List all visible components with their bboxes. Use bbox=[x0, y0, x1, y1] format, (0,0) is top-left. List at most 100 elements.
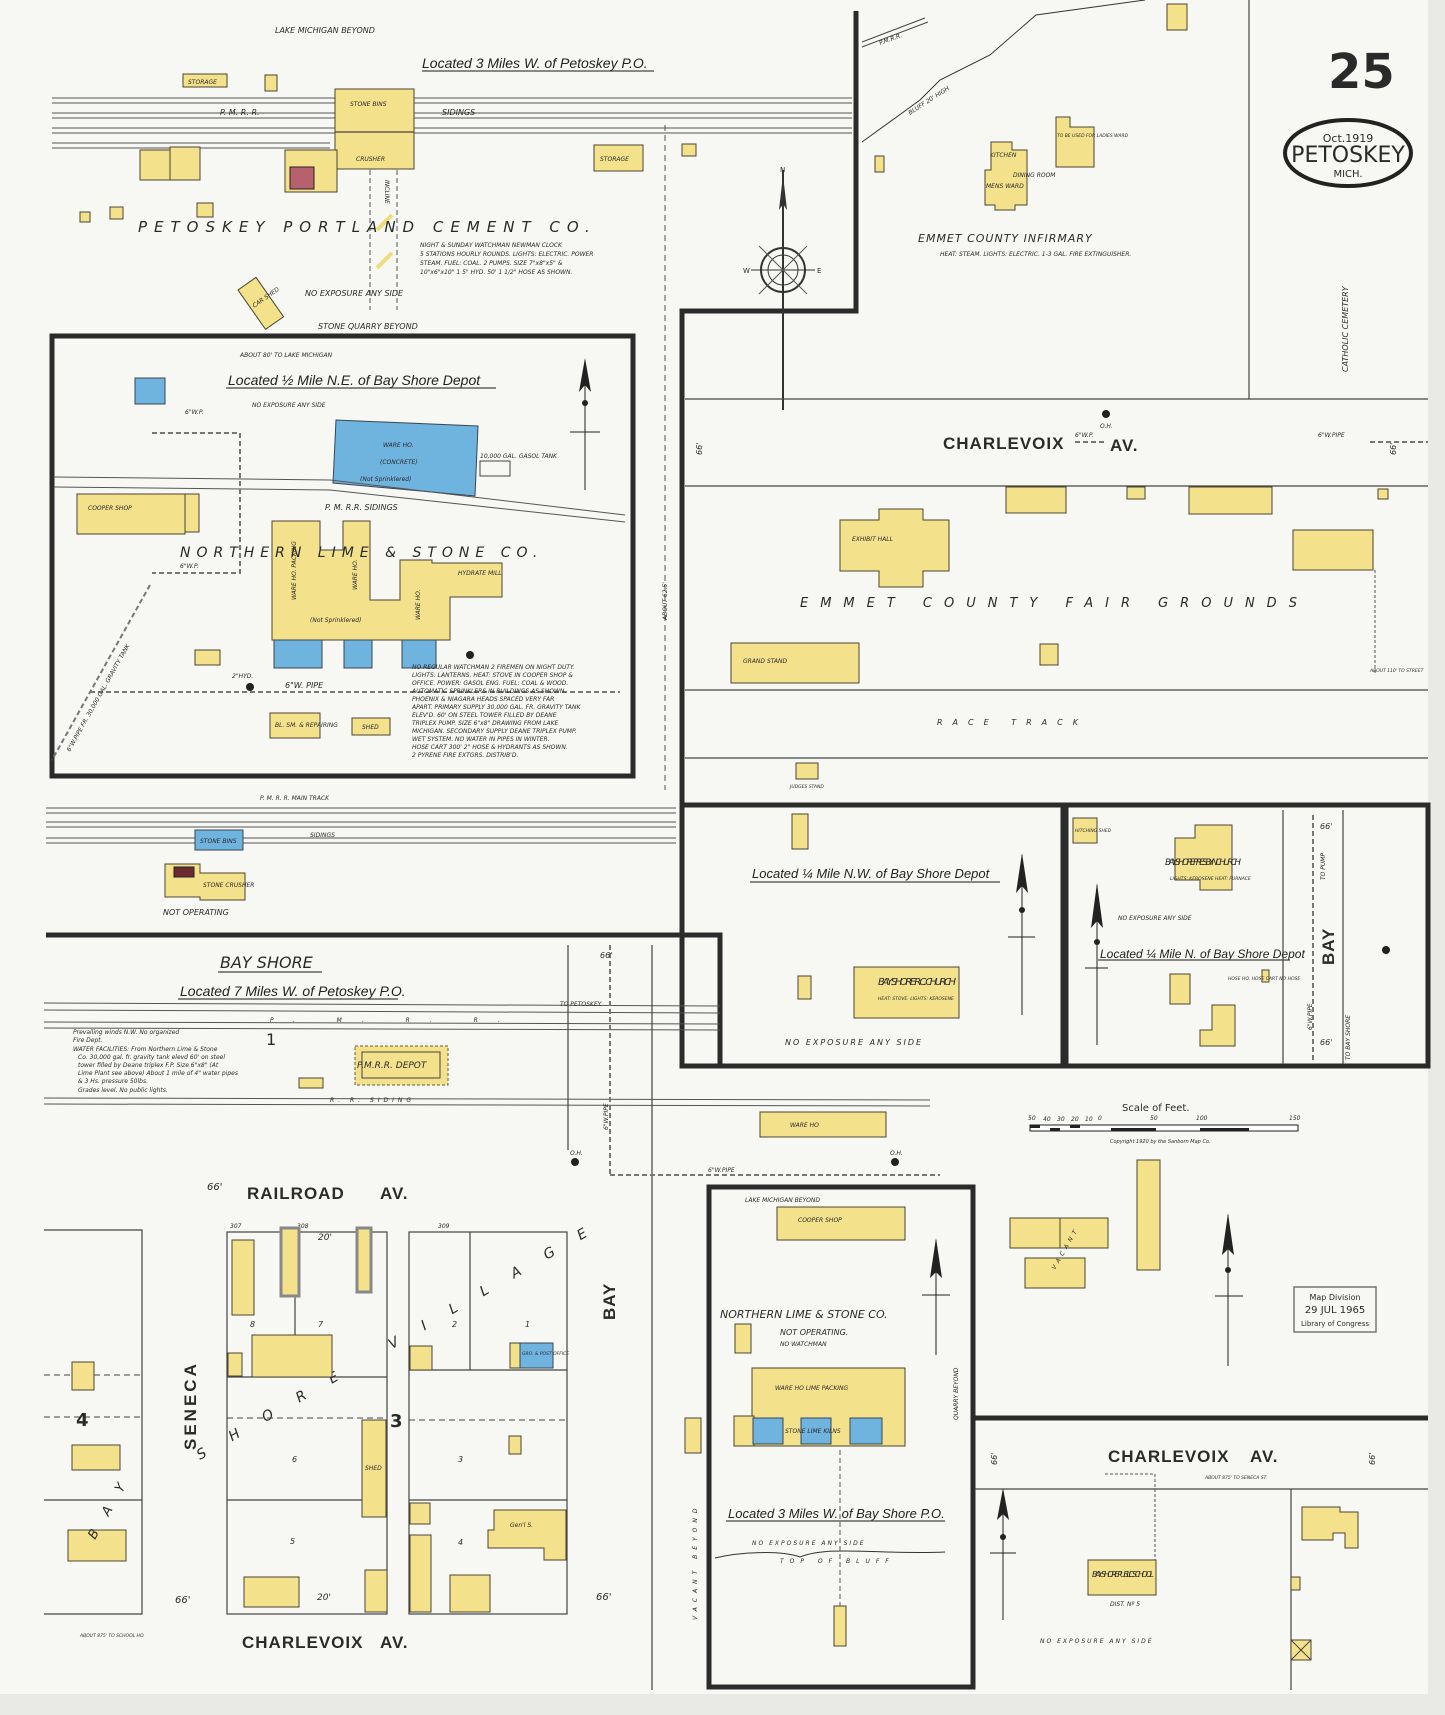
block-number: 3 bbox=[390, 1411, 403, 1432]
street-railroad: RAILROAD bbox=[247, 1184, 345, 1203]
kilns-label: STONE LIME KILNS bbox=[785, 1428, 841, 1435]
lime-plant-complex bbox=[271, 520, 503, 641]
ice-house bbox=[409, 1502, 431, 1525]
distance-note: ABOUT 110' TO STREET bbox=[1369, 668, 1425, 674]
judges-stand-label: JUDGES STAND bbox=[789, 784, 824, 790]
warehouse bbox=[759, 1111, 887, 1138]
section-public-school: CHARLEVOIX AV. 66' 66' ABOUT 875' TO SEN… bbox=[975, 1447, 1428, 1690]
public-school bbox=[1087, 1559, 1157, 1596]
section-fair-grounds: CHARLEVOIX AV. O.H. 6"W.P. 6"W.PIPE 66' … bbox=[685, 398, 1428, 790]
vacant-note: VACANT BEYOND bbox=[692, 1504, 699, 1620]
copyright: Copyright 1920 by the Sanborn Map Co. bbox=[1110, 1139, 1211, 1145]
scale-tick: 150 bbox=[1289, 1115, 1301, 1122]
fair-building bbox=[1039, 643, 1059, 666]
exposure-note: NO EXPOSURE ANY SIDE bbox=[1040, 1638, 1154, 1645]
store-ell bbox=[509, 1342, 521, 1369]
scale-tick: 20 bbox=[1071, 1116, 1079, 1123]
kiln bbox=[752, 1417, 784, 1445]
cooper-shop bbox=[776, 1206, 906, 1241]
street-width: 66' bbox=[695, 443, 704, 455]
boiler bbox=[173, 866, 195, 878]
church-notes: HEAT: STOVE. LIGHTS: KEROSENE bbox=[878, 996, 954, 1002]
direction-note: TO PETOSKEY bbox=[560, 1001, 603, 1008]
hose-house bbox=[1261, 969, 1270, 983]
sheet-ref: 309 bbox=[438, 1223, 450, 1230]
hose-house-label: HOSE HO. HOSE CART NO HOSE bbox=[1228, 976, 1300, 982]
warehouse-label: WARE HO. bbox=[415, 589, 422, 620]
scale-tick: 30 bbox=[1057, 1116, 1065, 1123]
fair-building bbox=[1126, 486, 1146, 500]
company-name: PETOSKEY PORTLAND CEMENT CO. bbox=[138, 218, 597, 236]
building bbox=[409, 1345, 433, 1371]
building bbox=[1059, 1217, 1109, 1249]
auto-garage bbox=[364, 1569, 388, 1613]
shed bbox=[361, 1419, 387, 1518]
lot-number: 6 bbox=[292, 1455, 297, 1464]
church-notes: LIGHTS: KEROSENE HEAT: FURNACE bbox=[1170, 876, 1251, 882]
note-line: STEAM. FUEL: COAL. 2 PUMPS. SIZE 7"x8"x5… bbox=[420, 260, 563, 267]
infirmary-notes: HEAT: STEAM. LIGHTS: ELECTRIC. 1-3 GAL. … bbox=[940, 251, 1131, 258]
hydrant-label: O.H. bbox=[570, 1150, 583, 1157]
warehouse-label: WARE HO bbox=[790, 1122, 819, 1129]
kiln bbox=[273, 639, 323, 669]
sidings-label: SIDINGS bbox=[310, 832, 335, 839]
stamp-line: 29 JUL 1965 bbox=[1305, 1305, 1365, 1316]
building-group bbox=[251, 1334, 333, 1378]
scale-bar: Scale of Feet. 50 40 30 20 10 0 50 100 1… bbox=[1028, 1103, 1301, 1145]
street-width: 66' bbox=[207, 1182, 222, 1193]
distance-note: ABOUT 62.5' bbox=[662, 582, 669, 621]
street-seneca: SENECA bbox=[181, 1361, 200, 1450]
warehouse-label: WARE HO. bbox=[383, 442, 414, 449]
dwelling bbox=[231, 1239, 255, 1316]
north-arrow-icon bbox=[922, 1238, 950, 1355]
distance-note: ABOUT 875' TO SCHOOL HO. bbox=[79, 1633, 145, 1639]
north-arrow-icon bbox=[1085, 883, 1108, 1045]
scale-tick: 100 bbox=[1196, 1115, 1208, 1122]
quarry-note: QUARRY BEYOND bbox=[953, 1367, 960, 1420]
svg-text:W: W bbox=[743, 267, 750, 275]
note-line: MICHIGAN. SECONDARY SUPPLY DEANE TRIPLEX… bbox=[412, 728, 577, 735]
north-arrow-icon bbox=[570, 358, 600, 490]
fair-building bbox=[1005, 486, 1067, 514]
warehouse-concrete bbox=[332, 419, 479, 497]
lot-number: 3 bbox=[458, 1455, 463, 1464]
note-line: Grades level. No public lights. bbox=[78, 1087, 168, 1094]
street-suffix: AV. bbox=[1250, 1447, 1279, 1466]
note-line: Fire Dept. bbox=[73, 1037, 103, 1044]
stamp-line: Library of Congress bbox=[1301, 1320, 1369, 1328]
exposure-note: NO EXPOSURE ANY SIDE bbox=[752, 1540, 866, 1547]
sprinkler-label: (Not Sprinklered) bbox=[310, 617, 361, 624]
note-line: OFFICE. POWER: GASOL ENG. FUEL: COAL & W… bbox=[412, 680, 568, 687]
sheet-dividers bbox=[46, 0, 1431, 1690]
note-line: LIGHTS: LANTERNS. HEAT: STOVE IN COOPER … bbox=[412, 672, 573, 679]
storage-label: STORAGE bbox=[188, 79, 217, 86]
block-number: 4 bbox=[76, 1410, 89, 1431]
hydrant-label: O.H. bbox=[1100, 423, 1113, 430]
store bbox=[355, 1226, 373, 1294]
sidings-label: SIDINGS bbox=[442, 108, 475, 117]
bay-shore-notes: Prevailing winds N.W. No organized Fire … bbox=[73, 1029, 238, 1094]
location-note: Located 3 Miles W. of Bay Shore P.O. bbox=[728, 1506, 945, 1521]
street-charlevoix: CHARLEVOIX bbox=[1108, 1447, 1229, 1466]
kiln bbox=[849, 1417, 883, 1445]
small-building bbox=[109, 206, 124, 220]
svg-text:E: E bbox=[817, 267, 821, 275]
sheet-ref: 1 bbox=[266, 1030, 276, 1049]
city-name: Petoskey bbox=[1291, 143, 1405, 168]
auto-garage bbox=[227, 1352, 243, 1377]
rail-label: P. M. R. R. bbox=[270, 1017, 520, 1024]
district-label: DIST. Nº 5 bbox=[1110, 1601, 1140, 1608]
location-note: Located ¼ Mile N.W. of Bay Shore Depot bbox=[752, 866, 991, 881]
kitchen-label: KITCHEN bbox=[990, 152, 1017, 159]
block-4 bbox=[44, 1229, 143, 1615]
note-line: tower filled by Deane triplex F.P. Size … bbox=[78, 1062, 219, 1069]
street-width: 66' bbox=[990, 1453, 999, 1465]
note-line: AUTOMATIC SPRINKLERS IN BUILDINGS AS SHO… bbox=[411, 688, 566, 695]
page-number: 25 bbox=[1328, 44, 1395, 100]
cement-notes: NIGHT & SUNDAY WATCHMAN NEWMAN CLOCK 5 S… bbox=[420, 242, 593, 276]
street-width: 66' bbox=[596, 1592, 611, 1603]
dwelling bbox=[1301, 1506, 1359, 1549]
pipe-label: 6"W. PIPE bbox=[285, 681, 324, 690]
